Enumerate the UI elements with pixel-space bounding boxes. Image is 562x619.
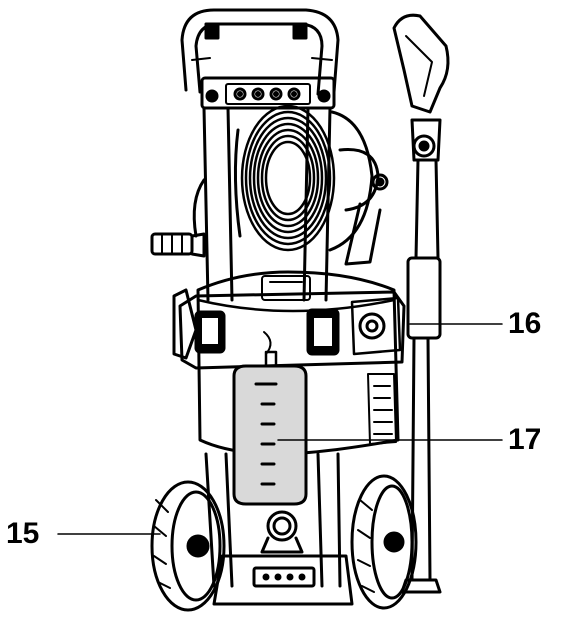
housing-band	[178, 290, 406, 370]
callout-16: 16	[508, 307, 542, 340]
callout-15: 15	[6, 517, 40, 550]
water-inlet	[260, 510, 304, 554]
spray-gun	[392, 13, 450, 162]
detergent-tank	[232, 350, 308, 506]
left-wheel	[150, 480, 226, 612]
right-wheel	[350, 474, 418, 610]
carry-handle	[180, 8, 340, 96]
frame-legs	[204, 452, 342, 588]
base-plate	[212, 554, 354, 606]
spray-lance	[400, 158, 442, 594]
leader-lines	[57, 323, 503, 535]
side-vent	[367, 373, 397, 445]
reel-crank	[338, 148, 389, 266]
hose-hook	[150, 178, 206, 258]
handle-bolt-plate	[200, 76, 336, 110]
hose-reel	[233, 104, 374, 252]
callout-17: 17	[508, 423, 542, 456]
left-latch	[172, 288, 198, 360]
